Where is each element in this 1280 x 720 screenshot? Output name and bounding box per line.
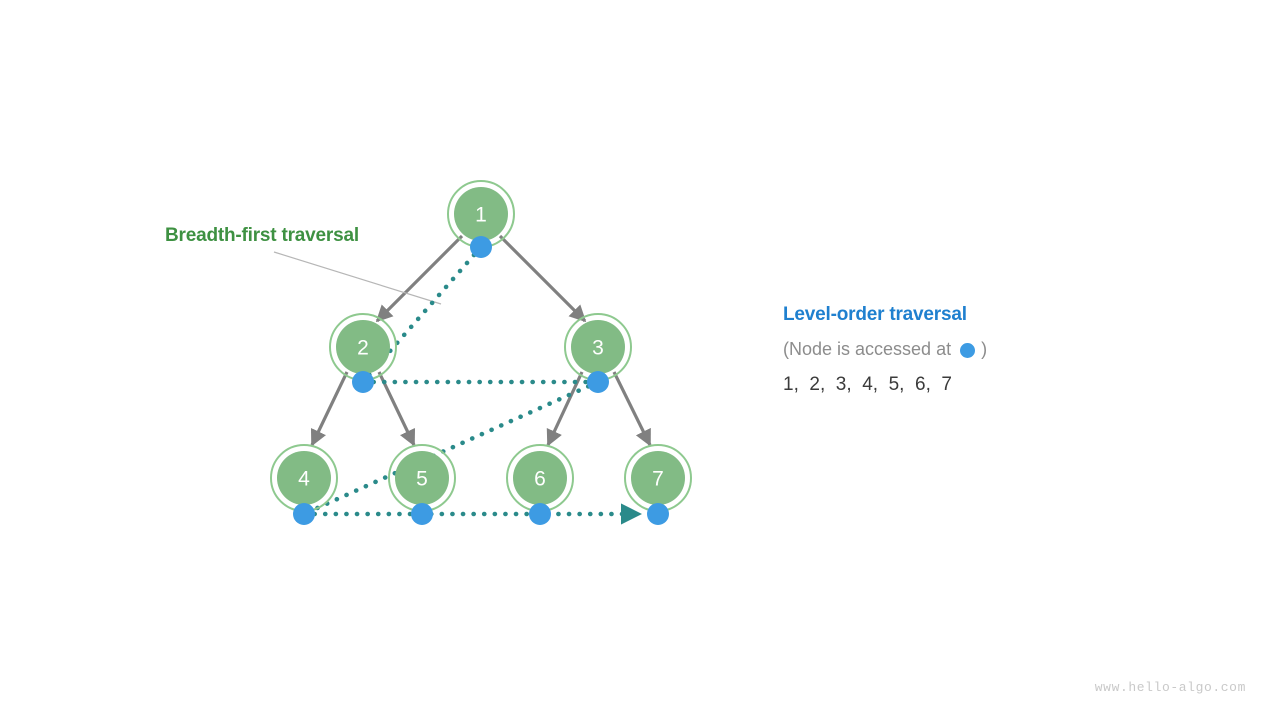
watermark: www.hello-algo.com [1094,680,1246,695]
access-marker-node-4[interactable] [293,503,315,525]
traversal-seg-3-4 [301,379,601,517]
caption-leader-line [273,251,442,305]
tree-node-7[interactable]: 7 [624,444,692,512]
node-body [395,451,449,505]
access-marker-node-1[interactable] [470,236,492,258]
bfs-caption-label: Breadth-first traversal [165,225,359,246]
edge-2-4 [310,371,349,447]
access-marker-node-5[interactable] [411,503,433,525]
node-body [513,451,567,505]
node-label: 4 [298,468,310,491]
traversal-info-panel: Level-order traversal (Node is accessed … [783,303,1203,398]
tree-node-5[interactable]: 5 [388,444,456,512]
panel-title: Level-order traversal [783,304,967,325]
access-marker-node-3[interactable] [587,371,609,393]
node-label: 1 [475,204,487,227]
tree-node-3[interactable]: 3 [564,313,632,381]
panel-subtitle-after: ) [981,339,988,359]
tree-node-2[interactable]: 2 [329,313,397,381]
node-body [336,320,390,374]
edge-3-7 [612,371,652,447]
node-body [631,451,685,505]
tree-nodes: 1 2 3 4 5 [270,180,692,512]
node-label: 6 [534,468,546,491]
node-label: 3 [592,337,604,360]
access-marker-node-7[interactable] [647,503,669,525]
node-label: 2 [357,337,369,360]
access-marker-legend-icon [960,342,976,358]
edge-3-6 [546,371,584,447]
access-marker-node-6[interactable] [529,503,551,525]
panel-subtitle-before: (Node is accessed at [783,339,957,359]
traversal-sequence: 1, 2, 3, 4, 5, 6, 7 [783,374,952,395]
edge-1-3 [498,234,587,323]
tree-node-4[interactable]: 4 [270,444,338,512]
node-body [454,187,508,241]
access-markers [293,236,669,525]
node-body [571,320,625,374]
panel-subtitle: (Node is accessed at ) [783,336,1203,362]
node-label: 5 [416,468,428,491]
node-body [277,451,331,505]
node-label: 7 [652,468,664,491]
access-marker-node-2[interactable] [352,371,374,393]
tree-node-6[interactable]: 6 [506,444,574,512]
edge-1-2 [375,234,464,323]
